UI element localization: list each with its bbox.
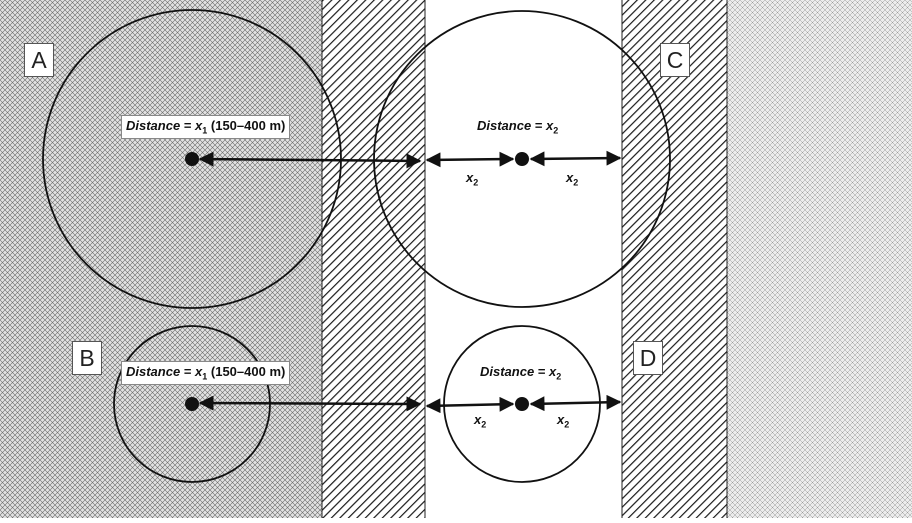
x2-label-top-left: x2	[466, 170, 478, 188]
arrow-x2-top-right	[529, 150, 622, 167]
distance-range: (150–400 m)	[207, 118, 286, 133]
equals-sign: =	[534, 364, 550, 379]
var-x: x	[195, 118, 203, 133]
subscript: 2	[564, 419, 570, 430]
subscript: 1	[202, 371, 208, 382]
right-crosshatch-zone	[727, 0, 912, 518]
var-x: x	[474, 412, 482, 427]
right-hatched-edge	[622, 0, 727, 518]
var-x: x	[466, 170, 474, 185]
panel-label-a: A	[24, 43, 54, 77]
arrow-x2-bottom-right	[529, 394, 622, 412]
left-hatched-edge	[322, 0, 425, 518]
center-dot-d	[515, 397, 529, 411]
var-x: x	[195, 364, 203, 379]
x2-label-top-right: x2	[566, 170, 578, 188]
subscript: 2	[473, 177, 479, 188]
center-dot-c	[515, 152, 529, 166]
equals-sign: =	[180, 364, 196, 379]
panel-label-b: B	[72, 341, 102, 375]
subscript: 2	[481, 419, 487, 430]
arrow-x1-bottom	[198, 395, 422, 412]
arrow-x2-top-left	[425, 151, 515, 168]
left-crosshatch-zone	[0, 0, 322, 518]
distance-word: Distance	[126, 118, 181, 133]
panel-label-d: D	[633, 341, 663, 375]
center-dot-b	[185, 397, 199, 411]
distance-label-x1-top: Distance = x1 (150–400 m)	[121, 115, 291, 139]
subscript: 1	[202, 125, 208, 136]
var-x: x	[546, 118, 554, 133]
var-x: x	[557, 412, 565, 427]
distance-word: Distance	[480, 364, 535, 379]
var-x: x	[549, 364, 557, 379]
equals-sign: =	[531, 118, 547, 133]
equals-sign: =	[180, 118, 196, 133]
x2-label-bottom-left: x2	[474, 412, 486, 430]
subscript: 2	[553, 125, 559, 136]
distance-word: Distance	[477, 118, 532, 133]
center-dot-a	[185, 152, 199, 166]
subscript: 2	[556, 371, 562, 382]
distance-label-x2-top: Distance = x2	[477, 118, 558, 136]
x2-label-bottom-right: x2	[557, 412, 569, 430]
distance-range: (150–400 m)	[207, 364, 286, 379]
distance-label-x1-bottom: Distance = x1 (150–400 m)	[121, 361, 291, 385]
var-x: x	[566, 170, 574, 185]
distance-word: Distance	[126, 364, 181, 379]
panel-label-c: C	[660, 43, 690, 77]
arrow-x2-bottom-left	[425, 396, 515, 414]
subscript: 2	[573, 177, 579, 188]
distance-label-x2-bottom: Distance = x2	[480, 364, 561, 382]
arrow-x1-top	[198, 151, 422, 169]
